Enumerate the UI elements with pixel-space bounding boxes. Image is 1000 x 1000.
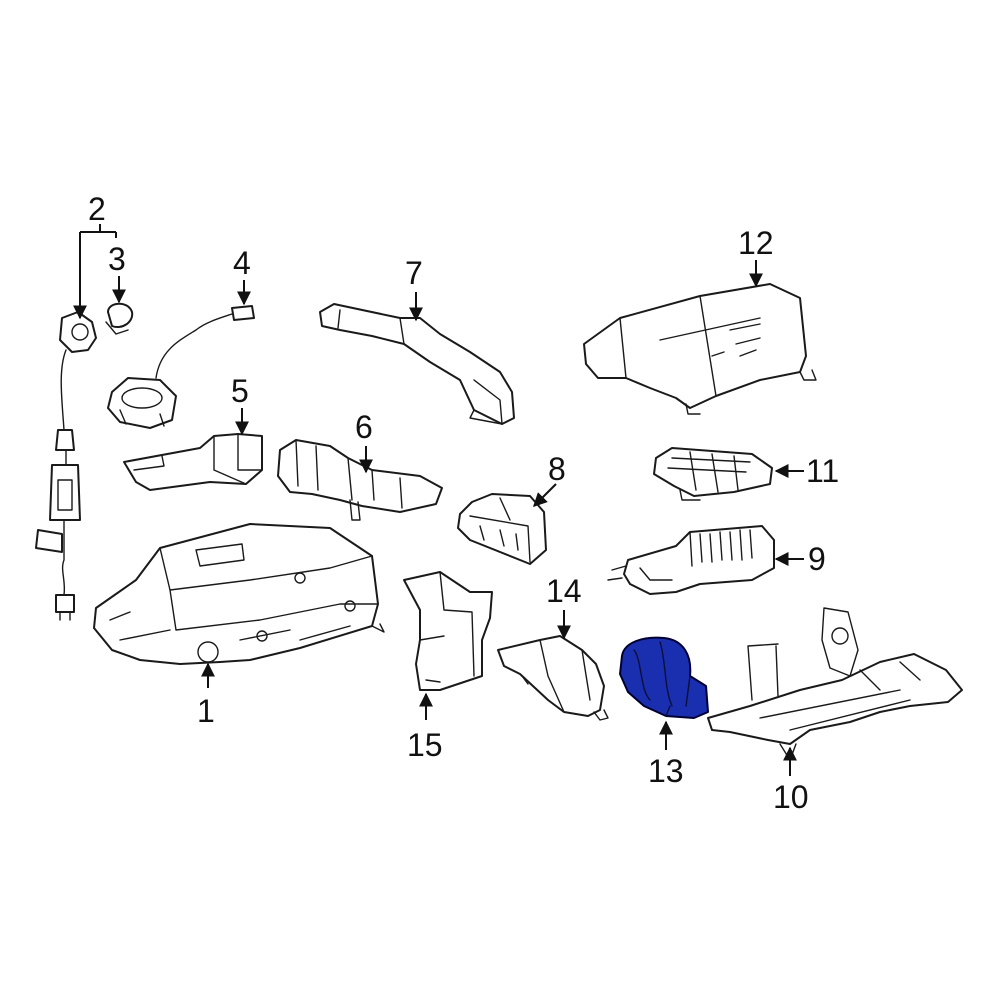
callout-label: 3 (108, 241, 126, 277)
callout-label: 12 (738, 225, 774, 261)
callout-label: 2 (88, 191, 106, 227)
callout-label: 14 (546, 573, 582, 609)
callout-9-group: 9 (774, 541, 826, 577)
callout-label: 5 (231, 373, 249, 409)
callout-12-group: 12 (738, 225, 774, 288)
callout-label: 9 (808, 541, 826, 577)
callout-4-group: 4 (233, 245, 251, 306)
part-5-duct[interactable] (123, 433, 263, 491)
callout-label: 13 (648, 753, 684, 789)
part-7-long-duct[interactable] (319, 303, 515, 425)
callout-13-group: 13 (648, 720, 684, 789)
callout-label: 15 (407, 727, 443, 763)
callout-label: 6 (355, 409, 373, 445)
callout-label: 11 (806, 453, 839, 489)
part-12-cover[interactable] (583, 283, 817, 415)
callout-label: 4 (233, 245, 251, 281)
part-6-duct-assembly[interactable] (277, 439, 443, 521)
part-15-vertical-duct[interactable] (403, 571, 493, 691)
callout-11-group: 11 (774, 453, 839, 489)
callout-10-group: 10 (773, 746, 809, 815)
part-2-charging-cable[interactable] (35, 311, 97, 621)
callout-7-group: 7 (405, 255, 423, 322)
callout-label: 7 (405, 255, 423, 291)
callout-8-group: 8 (533, 451, 566, 507)
callout-14-group: 14 (546, 573, 582, 640)
callout-label: 1 (197, 693, 215, 729)
part-11-module[interactable] (653, 447, 773, 501)
part-4-sensor-harness[interactable] (107, 305, 255, 429)
callout-6-group: 6 (355, 409, 373, 474)
part-3-clip[interactable] (105, 302, 134, 335)
part-13-highlight (619, 636, 709, 719)
part-10-frame[interactable] (707, 607, 963, 761)
callout-label: 8 (548, 451, 566, 487)
callout-2-group: 2 (73, 191, 117, 320)
callout-label: 10 (773, 779, 809, 815)
part-9-converter[interactable] (607, 525, 775, 595)
part-1-inverter[interactable] (93, 523, 385, 665)
callout-3-group: 3 (108, 241, 126, 304)
part-14-curved-duct[interactable] (497, 635, 609, 721)
callout-15-group: 15 (407, 692, 443, 763)
callout-1-group: 1 (197, 662, 215, 729)
part-8-bracket[interactable] (457, 493, 547, 565)
part-13-blower[interactable] (619, 636, 709, 719)
callout-5-group: 5 (231, 373, 249, 436)
